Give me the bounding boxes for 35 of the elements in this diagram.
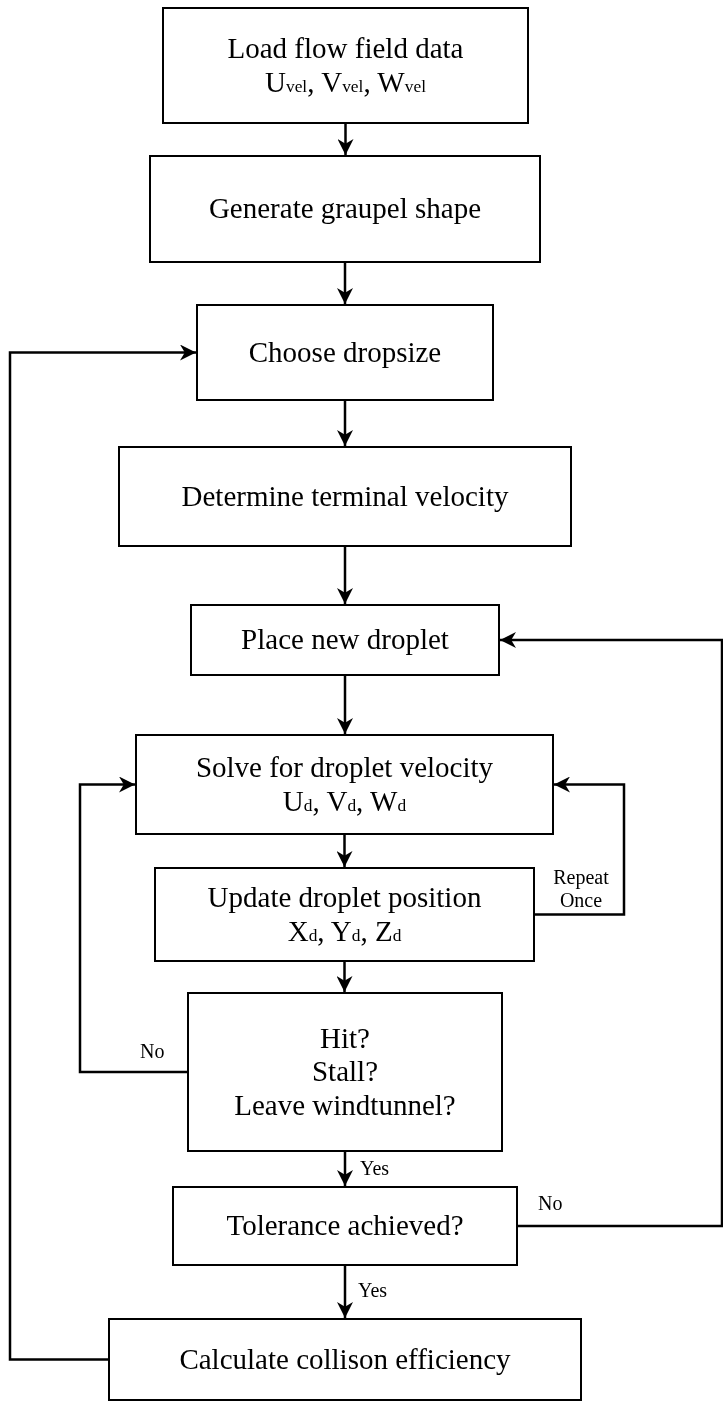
process-box <box>172 1186 518 1266</box>
arrow <box>336 962 353 992</box>
process-box <box>196 304 494 401</box>
box-text: Solve for droplet velocity <box>195 751 494 785</box>
box-text: Place new droplet <box>241 623 449 657</box>
process-box <box>154 867 535 962</box>
box-text: Calculate collison efficiency <box>179 1342 511 1377</box>
arrow <box>337 547 353 604</box>
arrow <box>337 401 353 446</box>
arrow <box>337 263 353 304</box>
box-text: Hit? <box>320 1022 370 1056</box>
box-text: Tolerance achieved? <box>226 1209 464 1243</box>
box-text: Load flow field data <box>227 32 464 66</box>
box-text: Choose dropsize <box>248 335 442 370</box>
box-text: Stall? <box>311 1055 378 1089</box>
arrow <box>78 776 187 1074</box>
process-box <box>149 155 541 263</box>
arrow <box>336 835 353 867</box>
arrow <box>337 676 353 734</box>
box-text: Leave windtunnel? <box>234 1088 456 1122</box>
arrow <box>337 124 354 155</box>
process-box <box>135 734 554 835</box>
arrow <box>337 1152 353 1186</box>
arrow <box>337 1266 353 1318</box>
arrow <box>535 776 626 916</box>
box-text: Generate graupel shape <box>208 192 482 226</box>
process-box <box>187 992 503 1152</box>
arrow <box>500 632 723 1228</box>
process-box <box>118 446 572 547</box>
process-box <box>190 604 500 676</box>
box-text: Update droplet position <box>207 881 482 915</box>
process-box <box>162 7 529 124</box>
arrow <box>8 344 196 1361</box>
box-text: Determine terminal velocity <box>181 479 509 514</box>
process-box <box>108 1318 582 1401</box>
